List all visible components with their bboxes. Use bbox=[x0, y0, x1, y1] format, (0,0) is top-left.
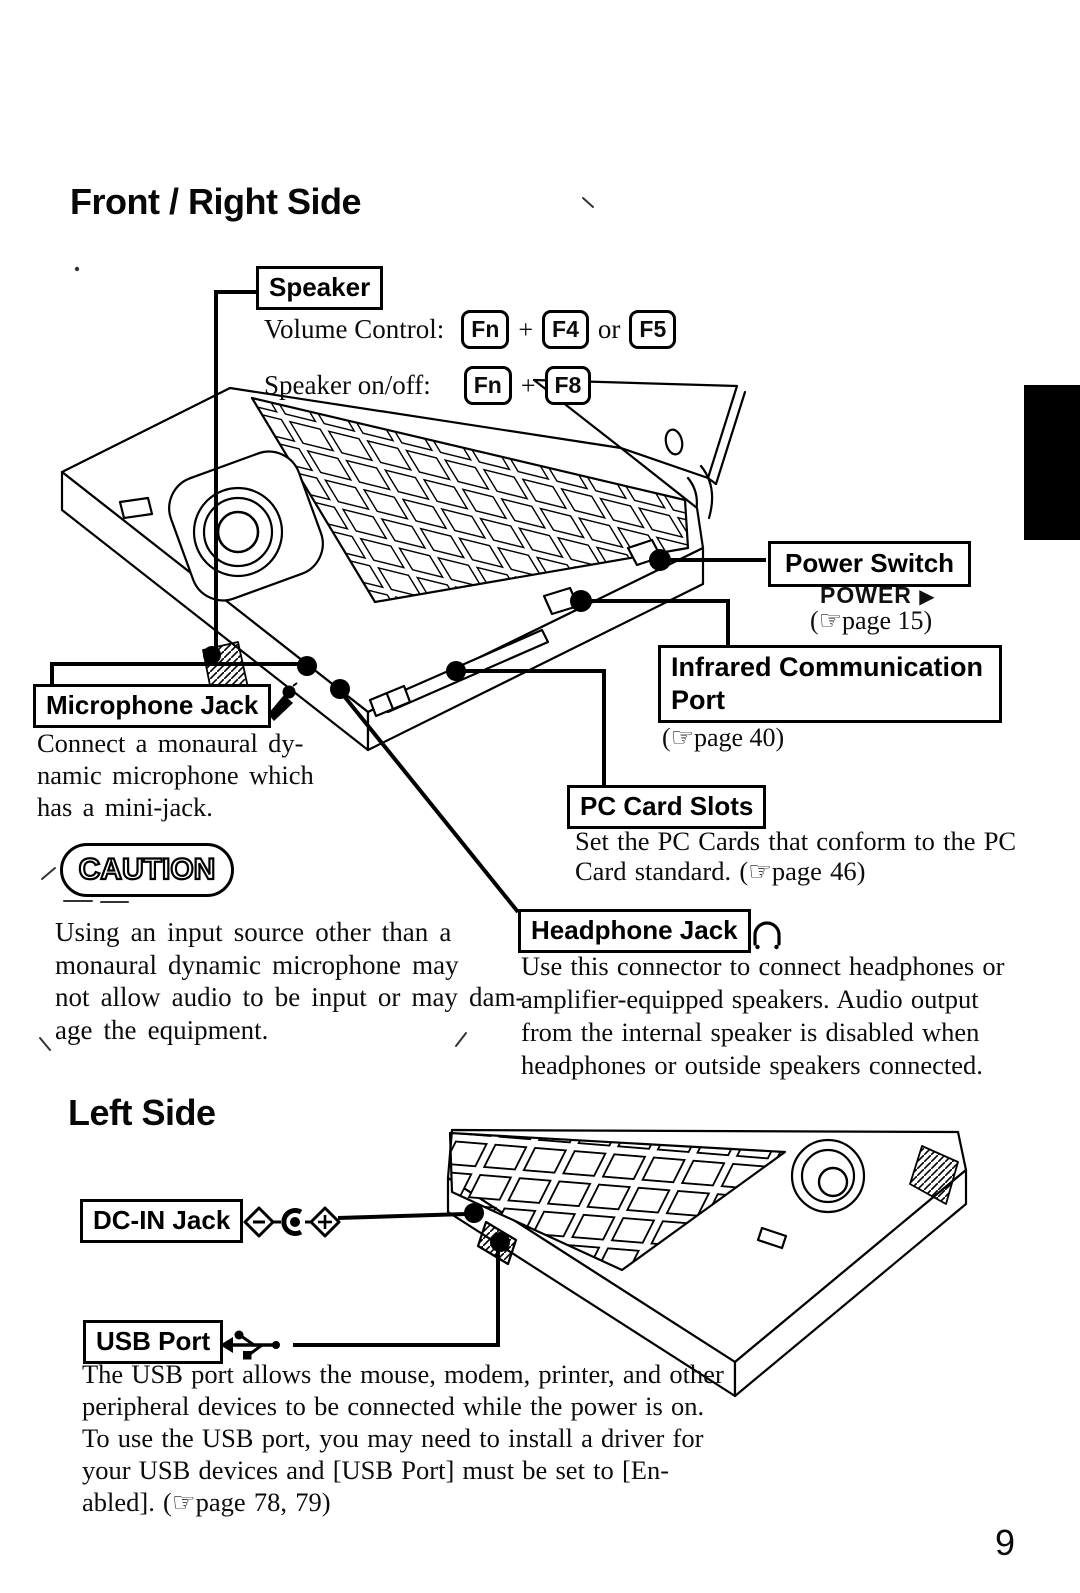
left-side-title: Left Side bbox=[68, 1092, 216, 1133]
power-switch-marking: POWER ▶ bbox=[820, 582, 935, 609]
microphone-description: Connect a monaural dy- namic microphone … bbox=[37, 728, 314, 822]
speaker-onoff-caption: Speaker on/off: bbox=[264, 370, 431, 400]
leader-speaker bbox=[214, 290, 256, 650]
pc-card-description: Set the PC Cards that conform to the PC … bbox=[575, 826, 1017, 886]
volume-control-row: Volume Control: Fn + F4 or F5 bbox=[264, 310, 677, 349]
svg-text:CAUTION: CAUTION bbox=[79, 853, 216, 886]
leader-headphone bbox=[338, 689, 520, 914]
usb-trident-icon bbox=[220, 1330, 280, 1360]
microphone-icon bbox=[268, 682, 298, 721]
dc-in-dot bbox=[464, 1203, 484, 1223]
leader-microphone bbox=[50, 662, 307, 686]
infrared-callout-box: Infrared Communication Port bbox=[658, 645, 1002, 723]
caution-badge: CAUTION bbox=[60, 843, 234, 897]
usb-callout-box: USB Port bbox=[83, 1320, 224, 1364]
fn-key: Fn bbox=[461, 310, 510, 349]
port-marker-dots bbox=[203, 549, 671, 1252]
laptop-left-side-drawing bbox=[446, 1128, 968, 1398]
volume-control-caption: Volume Control: bbox=[264, 314, 445, 344]
power-text: POWER bbox=[820, 582, 912, 608]
front-right-title: Front / Right Side bbox=[70, 181, 361, 222]
usb-dot bbox=[490, 1232, 510, 1252]
speaker-onoff-row: Speaker on/off: Fn + F8 bbox=[264, 366, 592, 405]
speaker-dot bbox=[203, 646, 221, 664]
headphone-icon bbox=[753, 921, 781, 950]
power-switch-callout-box: Power Switch bbox=[768, 541, 972, 587]
usb-description: The USB port allows the mouse, modem, pr… bbox=[82, 1359, 724, 1517]
leader-usb bbox=[293, 1247, 500, 1347]
headphone-description: Use this connector to connect headphones… bbox=[521, 951, 1005, 1080]
power-dot bbox=[649, 549, 671, 571]
power-switch-page-ref: (☞page 15) bbox=[810, 606, 933, 635]
leader-infrared bbox=[581, 599, 730, 646]
or-text: or bbox=[597, 314, 621, 344]
pc-card-dot bbox=[446, 661, 466, 681]
speaker-callout-box: Speaker bbox=[256, 266, 384, 310]
dc-polarity-icon bbox=[243, 1206, 341, 1238]
leader-dc-in bbox=[337, 1212, 467, 1220]
power-arrow-icon: ▶ bbox=[919, 586, 935, 608]
headphone-callout-box: Headphone Jack bbox=[518, 909, 751, 953]
callout-leader-lines bbox=[50, 290, 766, 1347]
headphone-dot bbox=[330, 679, 350, 699]
speaker-grille-left bbox=[909, 1145, 959, 1205]
infrared-page-ref: (☞page 40) bbox=[662, 723, 785, 752]
leader-pc-card bbox=[456, 669, 606, 786]
f8-key: F8 bbox=[544, 366, 592, 405]
pc-card-callout-box: PC Card Slots bbox=[567, 785, 767, 829]
plus-sign: + bbox=[518, 314, 534, 344]
scan-artifacts bbox=[39, 197, 594, 1051]
fn-key: Fn bbox=[463, 366, 512, 405]
microphone-callout-box: Microphone Jack bbox=[33, 684, 272, 728]
infrared-dot bbox=[570, 590, 592, 612]
page-number: 9 bbox=[995, 1522, 1016, 1563]
page-edge-tab bbox=[1024, 385, 1080, 540]
f4-key: F4 bbox=[542, 310, 589, 349]
caution-badge-text: CAUTION bbox=[78, 852, 217, 887]
f5-key: F5 bbox=[629, 310, 677, 349]
plus-sign: + bbox=[520, 370, 536, 400]
dc-in-callout-box: DC-IN Jack bbox=[80, 1199, 244, 1243]
caution-text: Using an input source other than a monau… bbox=[55, 917, 525, 1045]
microphone-dot bbox=[297, 656, 317, 676]
